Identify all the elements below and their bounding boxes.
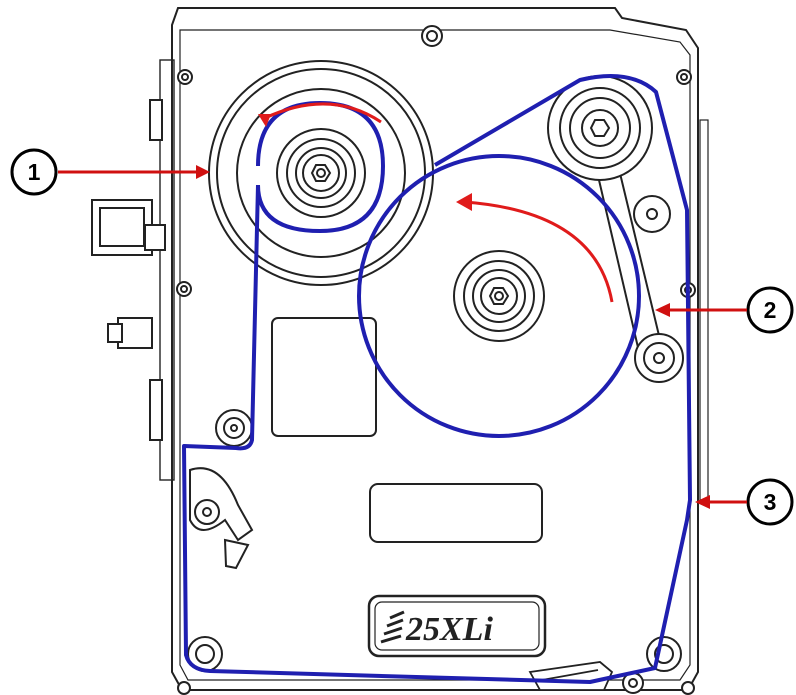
callout-3: 3 [695,478,794,526]
arrowhead-icon [258,114,271,127]
cover-panels [271,317,543,543]
callout-2: 2 [655,286,794,334]
callout-3-number: 3 [764,489,777,515]
arrowhead-icon [655,303,670,317]
callout-1-circle [10,148,58,196]
supply-spool [208,60,434,286]
callout-2-number: 2 [764,297,777,323]
printhead-assembly [528,661,614,691]
callout-1: 1 [10,148,210,196]
takeup-rotation-arrow [464,200,614,303]
guide-rollers [187,409,682,694]
dancer-arm [189,467,254,570]
speed-lines-icon [380,610,405,644]
arrowhead-icon [456,193,472,211]
model-label: 25XLi [405,611,493,648]
supply-rotation-arrow [264,102,382,124]
takeup-spool [453,250,545,342]
side-connector-block [91,99,166,441]
model-plate: 25XLi [367,594,547,658]
arrowhead-icon [695,495,710,509]
callout-1-number: 1 [28,159,41,185]
rotation-arrows [258,102,614,303]
callout-3-circle [746,478,794,526]
callout-2-circle [746,286,794,334]
arrowhead-icon [196,165,210,179]
